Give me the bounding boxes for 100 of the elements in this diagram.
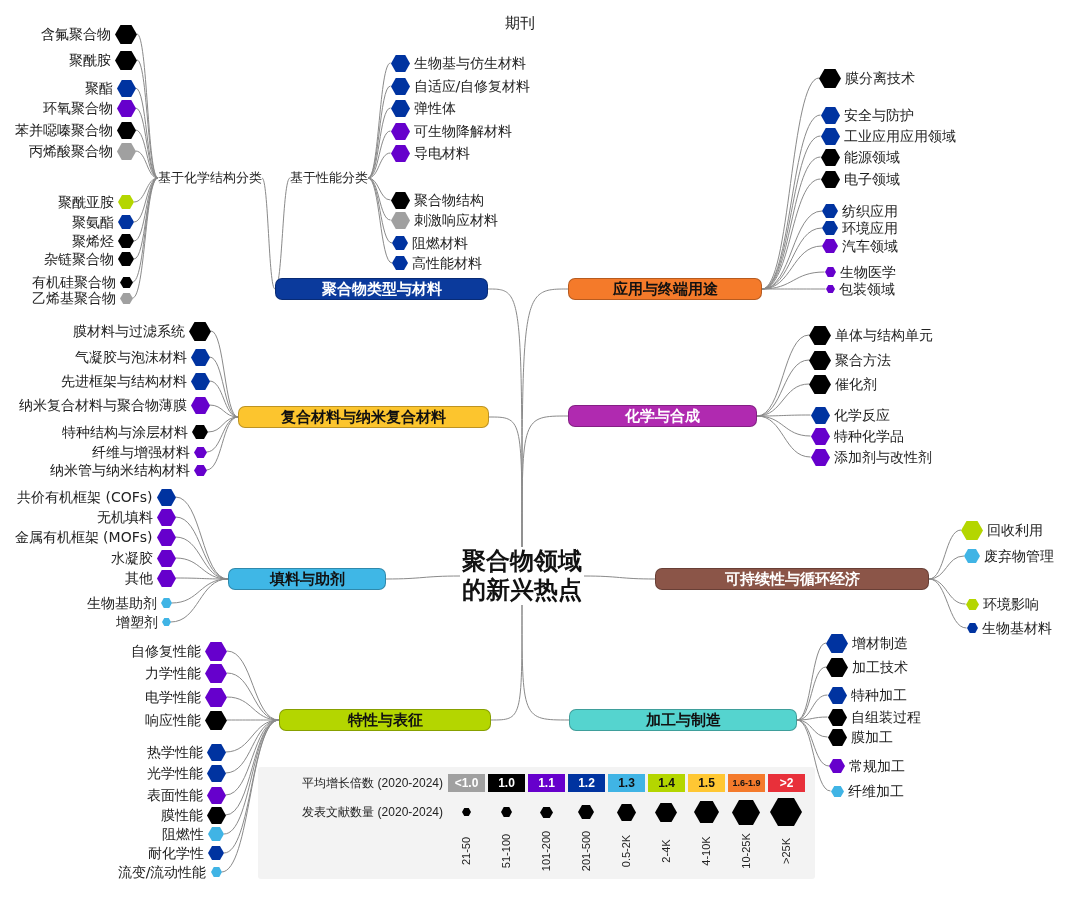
topic-label: 生物基材料 bbox=[981, 619, 1052, 637]
topic-label: 增材制造 bbox=[852, 634, 908, 652]
legend-label: 51-100 bbox=[499, 833, 513, 869]
subtopic-label: 基于性能分类 bbox=[290, 169, 368, 187]
topic-label: 聚酰胺 bbox=[69, 51, 111, 69]
topic-label: 增塑剂 bbox=[115, 613, 158, 631]
central-topic: 聚合物领域的新兴热点 bbox=[460, 547, 584, 605]
connector-line bbox=[367, 177, 393, 264]
topic-label: 共价有机框架 (COFs) bbox=[17, 488, 153, 506]
legend-color-key: 1.3 bbox=[608, 774, 645, 792]
connector-line bbox=[367, 177, 393, 244]
connector-line bbox=[135, 129, 159, 179]
connector-line bbox=[521, 415, 569, 548]
topic-label: 水凝胶 bbox=[110, 549, 153, 567]
branch-bar: 化学与合成 bbox=[568, 405, 757, 427]
topic-label: 纤维加工 bbox=[847, 782, 904, 800]
topic-label: 生物基与仿生材料 bbox=[413, 54, 526, 72]
topic-label: 环境应用 bbox=[842, 219, 898, 237]
topic-label: 添加剂与改性剂 bbox=[833, 448, 932, 466]
topic-label: 膜材料与过滤系统 bbox=[73, 322, 185, 340]
topic-label: 光学性能 bbox=[146, 764, 203, 782]
legend-color-key: 1.6-1.9 bbox=[728, 774, 765, 792]
topic-label: 自适应/自修复材料 bbox=[413, 77, 531, 95]
connector-line bbox=[367, 85, 391, 179]
connector-line bbox=[756, 415, 811, 458]
connector-line bbox=[756, 415, 811, 437]
topic-label: 弹性体 bbox=[413, 99, 456, 117]
branch-bar: 应用与终端用途 bbox=[568, 278, 762, 300]
connector-line bbox=[928, 555, 965, 580]
connector-line bbox=[136, 59, 159, 179]
connector-line bbox=[133, 177, 159, 242]
topic-label: 生物基助剂 bbox=[86, 594, 157, 612]
legend-color-key: 1.1 bbox=[528, 774, 565, 792]
topic-label: 膜性能 bbox=[160, 806, 203, 824]
legend-label: 0.5-2K bbox=[619, 834, 633, 868]
topic-label: 热学性能 bbox=[146, 743, 203, 761]
topic-label: 阻燃材料 bbox=[412, 234, 468, 252]
connector-line bbox=[135, 87, 159, 179]
topic-label: 电学性能 bbox=[145, 688, 201, 706]
connector-line bbox=[583, 575, 656, 580]
topic-label: 特种化学品 bbox=[833, 427, 904, 445]
branch-bar: 填料与助剂 bbox=[228, 568, 386, 590]
topic-label: 工业应用应用领域 bbox=[843, 127, 956, 145]
topic-label: 加工技术 bbox=[852, 658, 908, 676]
topic-label: 自修复性能 bbox=[131, 642, 201, 660]
legend-color-key: <1.0 bbox=[448, 774, 485, 792]
topic-label: 导电材料 bbox=[413, 144, 470, 162]
topic-label: 乙烯基聚合物 bbox=[31, 289, 116, 307]
connector-line bbox=[521, 604, 570, 721]
topic-label: 聚合方法 bbox=[835, 351, 891, 369]
topic-label: 特种结构与涂层材料 bbox=[62, 423, 188, 441]
legend-label: 101-200 bbox=[539, 830, 553, 872]
topic-label: 无机填料 bbox=[96, 508, 153, 526]
connector-line bbox=[385, 575, 461, 580]
legend-color-key: 1.5 bbox=[688, 774, 725, 792]
topic-label: 安全与防护 bbox=[843, 106, 914, 124]
connector-line bbox=[928, 578, 967, 629]
legend-color-key: 1.4 bbox=[648, 774, 685, 792]
branch-bar: 特性与表征 bbox=[279, 709, 491, 731]
topic-label: 可生物降解材料 bbox=[413, 122, 512, 140]
topic-label: 聚合物结构 bbox=[413, 191, 484, 209]
legend-color-key: 1.0 bbox=[488, 774, 525, 792]
legend-label: 4-10K bbox=[699, 836, 713, 866]
connector-line bbox=[367, 62, 391, 179]
topic-label: 自组装过程 bbox=[850, 708, 921, 726]
topic-label: 催化剂 bbox=[835, 375, 877, 393]
topic-label: 生物医学 bbox=[839, 263, 896, 281]
topic-label: 聚氨酯 bbox=[72, 213, 114, 231]
topic-label: 废弃物管理 bbox=[984, 547, 1054, 565]
topic-label: 金属有机框架 (MOFs) bbox=[14, 528, 153, 546]
topic-label: 单体与结构单元 bbox=[835, 326, 933, 344]
topic-label: 丙烯酸聚合物 bbox=[28, 142, 113, 160]
legend-label: 201-500 bbox=[579, 830, 593, 872]
branch-bar: 加工与制造 bbox=[569, 709, 797, 731]
connector-line bbox=[761, 288, 826, 290]
topic-label: 环境影响 bbox=[982, 595, 1039, 613]
topic-label: 聚酯 bbox=[84, 79, 113, 97]
topic-label: 有机硅聚合物 bbox=[31, 273, 116, 291]
topic-label: 含氟聚合物 bbox=[41, 25, 111, 43]
topic-label: 表面性能 bbox=[146, 786, 203, 804]
connector-line bbox=[225, 719, 280, 816]
topic-label: 包装领域 bbox=[838, 280, 895, 298]
connector-line bbox=[261, 177, 276, 290]
topic-label: 高性能材料 bbox=[412, 254, 482, 272]
legend-label: 10-25K bbox=[739, 833, 753, 869]
topic-label: 纳米管与纳米结构材料 bbox=[49, 461, 190, 479]
topic-label: 聚烯烃 bbox=[72, 232, 114, 250]
topic-label: 纺织应用 bbox=[842, 202, 898, 220]
connector-line bbox=[928, 578, 966, 605]
legend-heading: 平均增长倍数 (2020-2024) bbox=[302, 775, 443, 791]
topic-label: 其他 bbox=[124, 569, 153, 587]
topic-label: 耐化学性 bbox=[148, 844, 204, 862]
connector-line bbox=[170, 578, 229, 623]
legend-label: 21-50 bbox=[459, 836, 473, 866]
legend-color-key: 1.2 bbox=[568, 774, 605, 792]
legend-label: 2-4K bbox=[659, 839, 673, 863]
connector-line bbox=[367, 152, 391, 179]
branch-bar: 复合材料与纳米复合材料 bbox=[238, 406, 489, 428]
topic-label: 气凝胶与泡沫材料 bbox=[74, 348, 187, 366]
topic-label: 特种加工 bbox=[850, 686, 907, 704]
